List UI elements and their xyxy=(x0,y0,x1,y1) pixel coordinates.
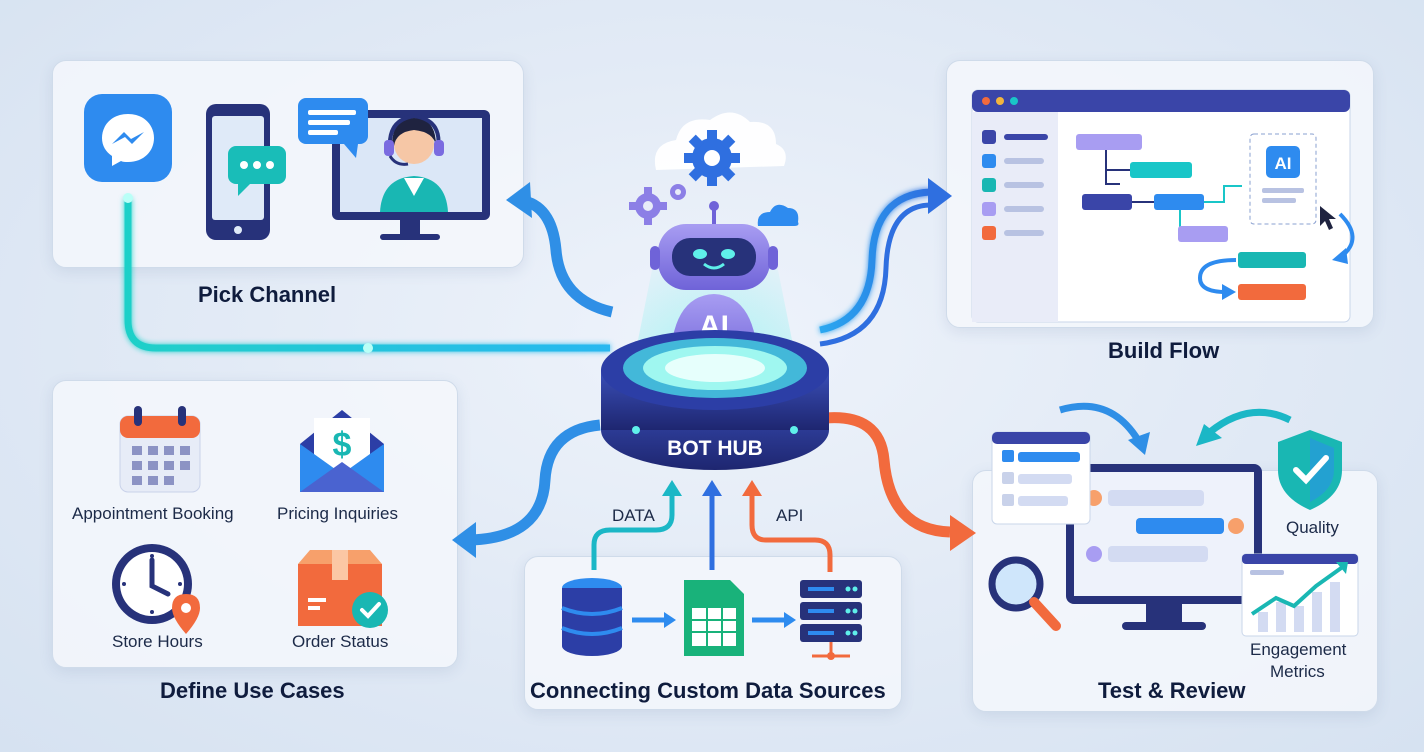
quality-label: Quality xyxy=(1286,518,1339,537)
test-review-title: Test & Review xyxy=(1098,678,1246,703)
connector-node xyxy=(123,193,133,203)
calendar-icon xyxy=(119,406,201,493)
smartphone-icon xyxy=(206,104,286,240)
pick-channel-title: Pick Channel xyxy=(198,282,337,307)
ai-node: AI xyxy=(1249,133,1317,225)
cursor-icon xyxy=(1320,206,1336,230)
use-case-label: Pricing Inquiries xyxy=(277,504,398,523)
channel-connector-line xyxy=(124,198,610,352)
gear-icon xyxy=(684,130,740,186)
support-agent-monitor-icon xyxy=(298,98,490,240)
flow-sidebar xyxy=(982,130,1048,240)
data-label: DATA xyxy=(612,506,655,525)
use-case-label: Appointment Booking xyxy=(72,504,234,523)
spreadsheet-icon xyxy=(684,580,744,656)
build-flow-title: Build Flow xyxy=(1108,338,1220,363)
connector-node xyxy=(363,343,373,353)
arrow-to-pick-channel xyxy=(518,194,614,318)
server-icon xyxy=(800,580,862,660)
hub-label: BOT HUB xyxy=(667,437,763,460)
data-sources-title: Connecting Custom Data Sources xyxy=(530,678,886,703)
metrics-label-line-2: Metrics xyxy=(1270,662,1325,681)
package-icon xyxy=(298,550,388,628)
arrow-to-test-review xyxy=(825,412,951,538)
test-review-illustration xyxy=(988,430,1359,637)
use-case-label: Store Hours xyxy=(112,632,203,651)
messenger-icon xyxy=(84,94,172,182)
use-case-label: Order Status xyxy=(292,632,389,651)
database-icon xyxy=(561,578,623,656)
clock-icon xyxy=(112,544,200,634)
dollar-envelope-icon: $ xyxy=(300,410,384,492)
flow-builder-window: AI xyxy=(971,89,1355,323)
chat-window xyxy=(991,431,1091,525)
arrow-to-use-cases xyxy=(469,419,601,546)
data-arrow xyxy=(591,492,675,570)
arrow-to-build-flow xyxy=(819,188,931,334)
shield-check-icon xyxy=(1278,430,1342,510)
location-pin-icon xyxy=(172,594,200,634)
flow-nodes xyxy=(1076,134,1306,300)
small-gear-icon xyxy=(629,187,667,225)
api-arrow xyxy=(749,492,833,572)
metrics-label-line-1: Engagement xyxy=(1250,640,1347,659)
flow-ai-badge: AI xyxy=(1275,154,1292,173)
magnifier-icon xyxy=(988,556,1061,631)
api-label: API xyxy=(776,506,804,525)
use-cases-title: Define Use Cases xyxy=(160,678,345,703)
tiny-gear-icon xyxy=(670,184,686,200)
engagement-chart-icon xyxy=(1241,553,1359,637)
bot-hub: AI BOT HUB xyxy=(601,112,829,470)
svg-text:$: $ xyxy=(333,426,352,464)
review-monitor xyxy=(1066,464,1262,630)
data-source-icons xyxy=(561,578,862,660)
